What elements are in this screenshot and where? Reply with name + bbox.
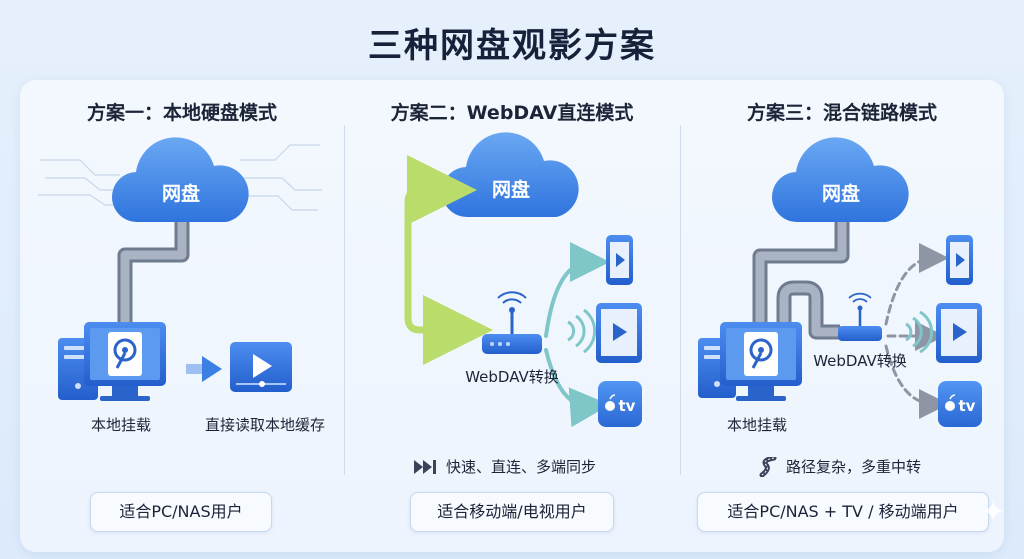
audience-badge: 适合PC/NAS + TV / 移动端用户 [697, 492, 989, 532]
scheme-3-title: 方案三：混合链路模式 [746, 102, 937, 124]
feature-label: 快速、直连、多端同步 [446, 458, 597, 476]
sync-arrow [404, 155, 493, 365]
apple-tv-icon [938, 381, 982, 427]
scheme-1-title: 方案一：本地硬盘模式 [86, 102, 277, 124]
column-divider [344, 125, 345, 475]
feature-label: 路径复杂，多重中转 [786, 458, 922, 476]
fast-forward-icon [414, 459, 436, 474]
audience-badge: 适合PC/NAS用户 [90, 492, 272, 532]
winding-road-icon [759, 456, 777, 477]
cloud-label: 网盘 [822, 182, 860, 205]
apple-tv-label: tv [619, 397, 636, 415]
monitor-hdd-icon [84, 322, 166, 401]
relay-arrow [884, 243, 949, 419]
connection-pipe [752, 212, 850, 340]
cloud-icon [771, 137, 909, 223]
cloud-label: 网盘 [492, 178, 530, 201]
scheme-2-title: 方案二：WebDAV直连模式 [390, 102, 634, 124]
player-label: 直接读取本地缓存 [204, 416, 325, 434]
cloud-icon [111, 137, 249, 223]
wifi-waves [567, 308, 597, 354]
pc-label: 本地挂载 [726, 416, 787, 434]
column-divider [680, 125, 681, 475]
router-icon [482, 291, 542, 354]
router-label: WebDAV转换 [465, 368, 559, 386]
tablet-icon [936, 303, 982, 363]
router-icon [838, 292, 882, 341]
audience-badge: 适合移动端/电视用户 [410, 492, 614, 532]
monitor-hdd-icon [720, 322, 802, 401]
phone-icon [606, 235, 633, 285]
connection-pipe [117, 210, 190, 330]
circuit-decoration [38, 144, 322, 211]
feature-text: 路径复杂，多重中转 [758, 456, 921, 477]
router-label: WebDAV转换 [813, 352, 907, 370]
tablet-icon [596, 303, 642, 363]
page-title: 三种网盘观影方案 [368, 26, 656, 66]
apple-tv-label: tv [959, 397, 976, 415]
wifi-waves [905, 310, 934, 354]
cloud-icon [441, 132, 579, 218]
video-player-icon [230, 342, 292, 392]
cloud-label: 网盘 [162, 182, 200, 205]
arrow-right-icon [186, 356, 222, 382]
pc-label: 本地挂载 [90, 416, 151, 434]
feature-text: 快速、直连、多端同步 [414, 456, 596, 477]
apple-tv-icon [598, 381, 642, 427]
stream-arrow [544, 242, 610, 428]
sparkle-icon [982, 500, 1004, 522]
phone-icon [946, 235, 973, 285]
